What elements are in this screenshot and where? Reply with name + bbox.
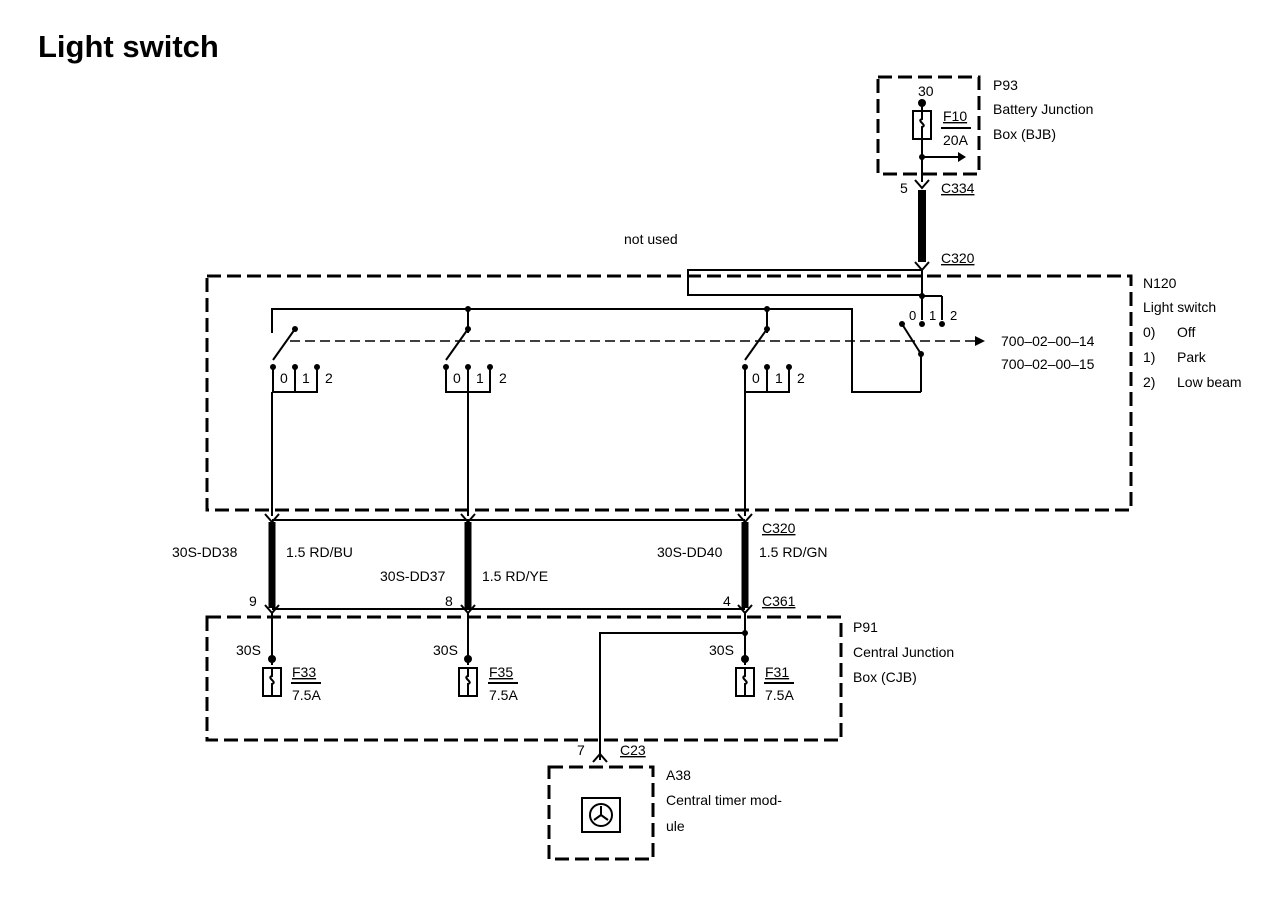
f31-terminal: 30S — [709, 642, 734, 658]
sw2-contact-label-0: 0 — [453, 370, 461, 386]
main-switch-blade — [901, 323, 922, 355]
sw1-contact-label-2: 2 — [325, 370, 333, 386]
timer-name-line2: ule — [666, 818, 685, 834]
f33-terminal-dot — [268, 655, 276, 663]
diagram-title: Light switch — [38, 29, 219, 64]
light-switch-box — [205, 274, 1133, 512]
sw2-contact-label-1: 1 — [476, 370, 484, 386]
c320-top-label: C320 — [941, 250, 975, 266]
f33-terminal: 30S — [236, 642, 261, 658]
sw3-contact-label-0: 0 — [752, 370, 760, 386]
wire3-pin: 4 — [723, 593, 731, 609]
switch-pos-2-num: 2) — [1143, 374, 1155, 390]
switch-ref-1: 700–02–00–14 — [1001, 333, 1095, 349]
cjb-name-line1: Central Junction — [853, 644, 954, 660]
timer-name-line1: Central timer mod- — [666, 792, 782, 808]
sub-switch-3 — [742, 326, 792, 516]
cjb-box — [205, 615, 843, 742]
wire1-pin: 9 — [249, 593, 257, 609]
cjb-name-line2: Box (CJB) — [853, 669, 917, 685]
main-contact-label-2: 2 — [950, 308, 957, 323]
linkage-arrow-icon — [975, 336, 985, 346]
c320-bottom-label: C320 — [762, 520, 796, 536]
wire3-circuit: 30S-DD40 — [657, 544, 723, 560]
wire2-spec: 1.5 RD/YE — [482, 568, 548, 584]
switch-pos-0-num: 0) — [1143, 324, 1155, 340]
bjb-pin: 5 — [900, 180, 908, 196]
c334-label: C334 — [941, 180, 975, 196]
bjb-branch-arrow-icon — [958, 152, 966, 162]
switch-name: Light switch — [1143, 299, 1216, 315]
bjb-box — [876, 75, 981, 176]
bjb-code: P93 — [993, 77, 1018, 93]
bjb-fuse-icon — [912, 110, 932, 140]
f31-fuse-icon — [735, 667, 755, 697]
main-contact-2-dot — [939, 321, 945, 327]
cjb-code: P91 — [853, 619, 878, 635]
sw3-contact-label-1: 1 — [775, 370, 783, 386]
switch-pos-0-label: Off — [1177, 324, 1196, 340]
f33-fuse-icon — [262, 667, 282, 697]
c361-label: C361 — [762, 593, 796, 609]
wire3-spec: 1.5 RD/GN — [759, 544, 827, 560]
not-used-stub-wire — [687, 269, 922, 296]
c320-top-connector-icon — [914, 261, 930, 272]
main-contact-1-dot — [919, 321, 925, 327]
c334-connector-icon — [914, 179, 930, 190]
bjb-name-line1: Battery Junction — [993, 101, 1093, 117]
f35-rating: 7.5A — [489, 687, 518, 703]
not-used-label: not used — [624, 231, 678, 247]
timer-feed-wire — [599, 632, 745, 760]
switch-pos-2-label: Low beam — [1177, 374, 1242, 390]
f35-terminal: 30S — [433, 642, 458, 658]
bjb-fuse-rating: 20A — [943, 132, 969, 148]
wire2-circuit: 30S-DD37 — [380, 568, 446, 584]
switch-ref-2: 700–02–00–15 — [1001, 356, 1095, 372]
timer-code: A38 — [666, 767, 691, 783]
switch-pos-1-num: 1) — [1143, 349, 1155, 365]
f31-rating: 7.5A — [765, 687, 794, 703]
f35-id: F35 — [489, 664, 513, 680]
sub-switch-1 — [270, 326, 320, 516]
c23-label: C23 — [620, 742, 646, 758]
f35-terminal-dot — [464, 655, 472, 663]
f31-terminal-dot — [741, 655, 749, 663]
sw1-contact-label-1: 1 — [302, 370, 310, 386]
sub-switch-2 — [443, 326, 493, 516]
sw2-contact-label-2: 2 — [499, 370, 507, 386]
main-contact-label-0: 0 — [909, 308, 916, 323]
timer-module-box — [547, 765, 655, 861]
switch-code: N120 — [1143, 275, 1177, 291]
c23-connector-icon — [592, 752, 608, 763]
switch-bus-wire — [271, 308, 921, 393]
bjb-terminal-label: 30 — [918, 83, 934, 99]
f33-id: F33 — [292, 664, 316, 680]
sw1-contact-label-0: 0 — [280, 370, 288, 386]
sw3-contact-label-2: 2 — [797, 370, 805, 386]
f33-rating: 7.5A — [292, 687, 321, 703]
main-contact-label-1: 1 — [929, 308, 936, 323]
timer-module-icon — [581, 797, 621, 833]
bjb-fuse-id: F10 — [943, 108, 967, 124]
wire1-spec: 1.5 RD/BU — [286, 544, 353, 560]
bjb-name-line2: Box (BJB) — [993, 126, 1056, 142]
switch-pos-1-label: Park — [1177, 349, 1207, 365]
wire2-pin: 8 — [445, 593, 453, 609]
f31-id: F31 — [765, 664, 789, 680]
wire1-circuit: 30S-DD38 — [172, 544, 238, 560]
f35-fuse-icon — [458, 667, 478, 697]
timer-pin: 7 — [577, 742, 585, 758]
